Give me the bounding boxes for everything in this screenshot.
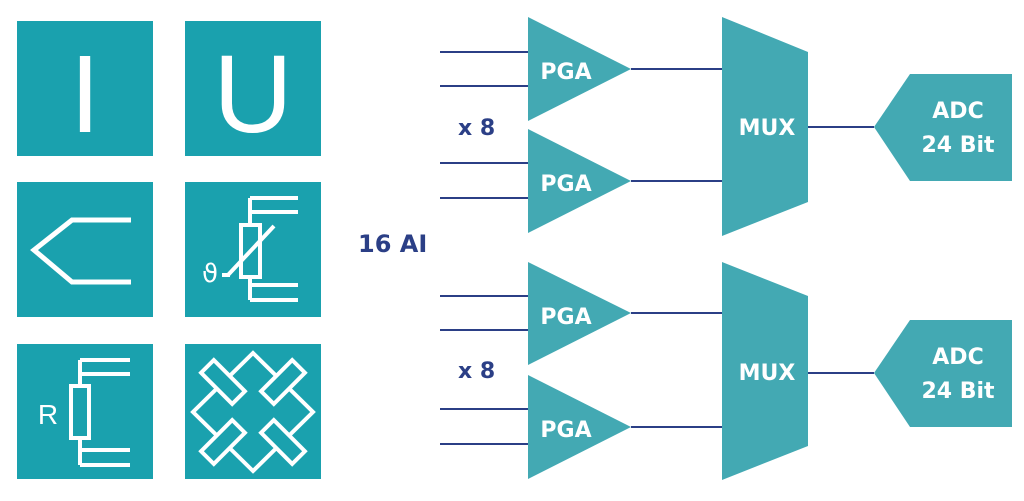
svg-text:PGA: PGA — [540, 60, 591, 85]
pga-amplifier: PGA — [528, 17, 631, 121]
svg-text:24 Bit: 24 Bit — [921, 133, 995, 158]
sensor-tiles: I U ϑ — [17, 21, 321, 479]
thermocouple-icon — [30, 217, 131, 285]
svg-text:PGA: PGA — [540, 305, 591, 330]
wheatstone-bridge-icon — [190, 350, 316, 474]
pga-amplifier: PGA — [528, 129, 631, 233]
theta-symbol-icon: ϑ — [202, 259, 218, 289]
svg-text:MUX: MUX — [739, 116, 796, 141]
pga-amplifier: PGA — [528, 375, 631, 479]
voltage-letter-icon: U — [213, 33, 292, 156]
inputs-label: 16 AI — [358, 230, 427, 258]
pga-amplifier: PGA — [528, 262, 631, 365]
group-count-label: x 8 — [458, 116, 495, 141]
group-count-label: x 8 — [458, 359, 495, 384]
tile-resistor: R — [17, 344, 153, 479]
tile-thermistor: ϑ — [185, 182, 321, 317]
svg-text:ADC: ADC — [932, 345, 983, 370]
multiplexer: MUX — [722, 17, 808, 236]
tile-voltage: U — [185, 21, 321, 156]
tile-bridge — [185, 344, 321, 479]
resistor-letter: R — [38, 399, 58, 430]
tile-current: I — [17, 21, 153, 156]
tile-thermocouple — [17, 182, 153, 317]
signal-chain: 16 AI PGA — [358, 17, 1012, 480]
svg-text:24 Bit: 24 Bit — [921, 379, 995, 404]
svg-text:ADC: ADC — [932, 99, 983, 124]
svg-text:MUX: MUX — [739, 361, 796, 386]
multiplexer: MUX — [722, 262, 808, 480]
current-letter-icon: I — [70, 33, 101, 156]
adc-converter: ADC 24 Bit — [874, 320, 1012, 427]
pga-output-lines — [631, 68, 722, 428]
resistor-icon — [69, 358, 130, 467]
svg-text:PGA: PGA — [540, 172, 591, 197]
input-lines — [440, 51, 528, 445]
thermistor-icon — [222, 196, 298, 302]
adc-converter: ADC 24 Bit — [874, 74, 1012, 181]
svg-text:PGA: PGA — [540, 418, 591, 443]
mux-output-lines — [808, 126, 874, 374]
